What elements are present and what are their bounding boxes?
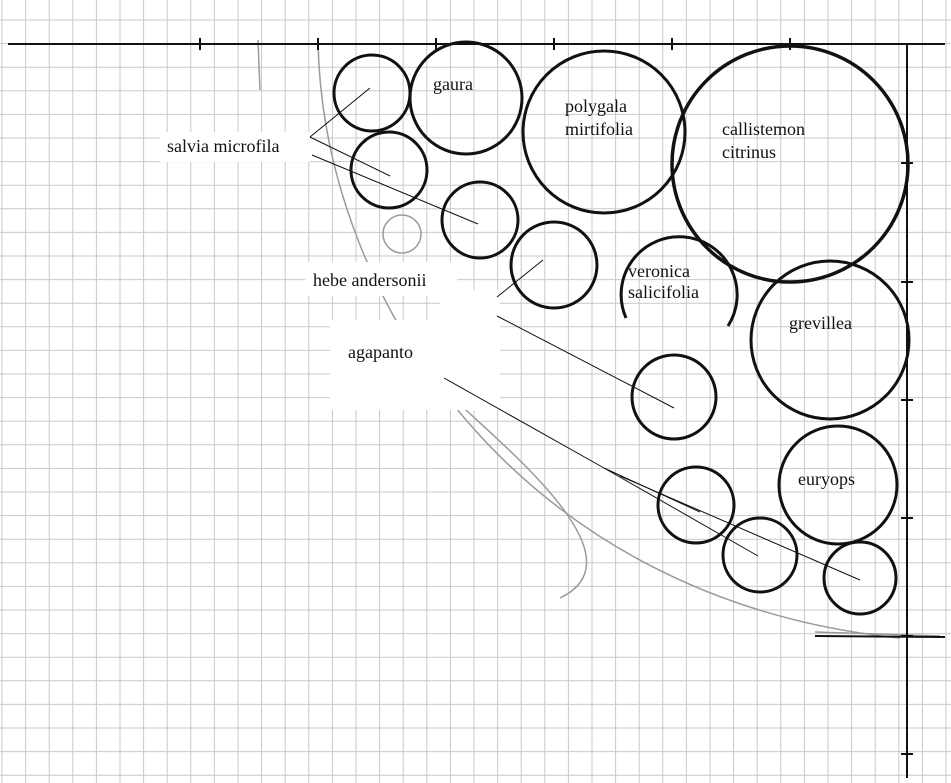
label-veronica-line2: salicifolia [628, 282, 699, 302]
outer-bed-arc [317, 39, 901, 639]
label-grevillea: grevillea [789, 313, 852, 333]
label-callistemon-line2: citrinus [722, 142, 776, 162]
leader-agapanto-4 [619, 475, 861, 581]
plant-salvia-middle [349, 130, 429, 210]
label-polygala-line1: polygala [565, 96, 627, 116]
label-gaura: gaura [433, 74, 473, 94]
plant-euryops [777, 424, 899, 546]
leader-salvia-3 [311, 154, 479, 225]
plant-salvia-top [332, 53, 412, 133]
plant-grevillea [749, 259, 911, 421]
inner-construction-arc [454, 399, 588, 599]
plant-gaura [408, 40, 524, 156]
plant-polygala [521, 49, 687, 215]
plant-agapanto-2 [721, 516, 799, 594]
bottom-edge-sketch [814, 631, 941, 637]
label-hebe-andersonii: hebe andersonii [313, 270, 426, 290]
plant-circles [332, 40, 911, 616]
leader-hebe-1 [496, 259, 544, 298]
plant-hebe-3 [630, 353, 718, 441]
plant-hebe-1 [440, 180, 520, 260]
label-veronica-line1: veronica [628, 261, 690, 281]
label-backgrounds [160, 132, 500, 410]
label-callistemon-line1: callistemon [722, 119, 805, 139]
label-polygala-line2: mirtifolia [565, 119, 633, 139]
label-salvia-microfila: salvia microfila [167, 136, 279, 156]
plant-veronica [619, 235, 739, 327]
bottom-axis-line [814, 635, 946, 638]
leader-hebe-2 [496, 315, 675, 409]
guide-line-left [257, 39, 261, 91]
plant-labels: salvia microfila gaura polygala mirtifol… [167, 74, 855, 489]
plant-agapanto-3 [822, 540, 898, 616]
plant-callistemon [670, 44, 910, 284]
leader-lines [309, 87, 861, 581]
leader-salvia-2 [309, 136, 391, 177]
leader-agapanto-1 [443, 377, 605, 469]
leader-salvia-1 [309, 87, 371, 138]
leader-agapanto-3 [603, 467, 759, 557]
plant-hebe-2 [509, 220, 599, 310]
axis-ticks [199, 38, 913, 755]
plant-agapanto-1 [656, 465, 736, 545]
plant-salvia-faint [382, 214, 422, 254]
label-agapanto: agapanto [348, 342, 413, 362]
label-euryops: euryops [798, 469, 855, 489]
